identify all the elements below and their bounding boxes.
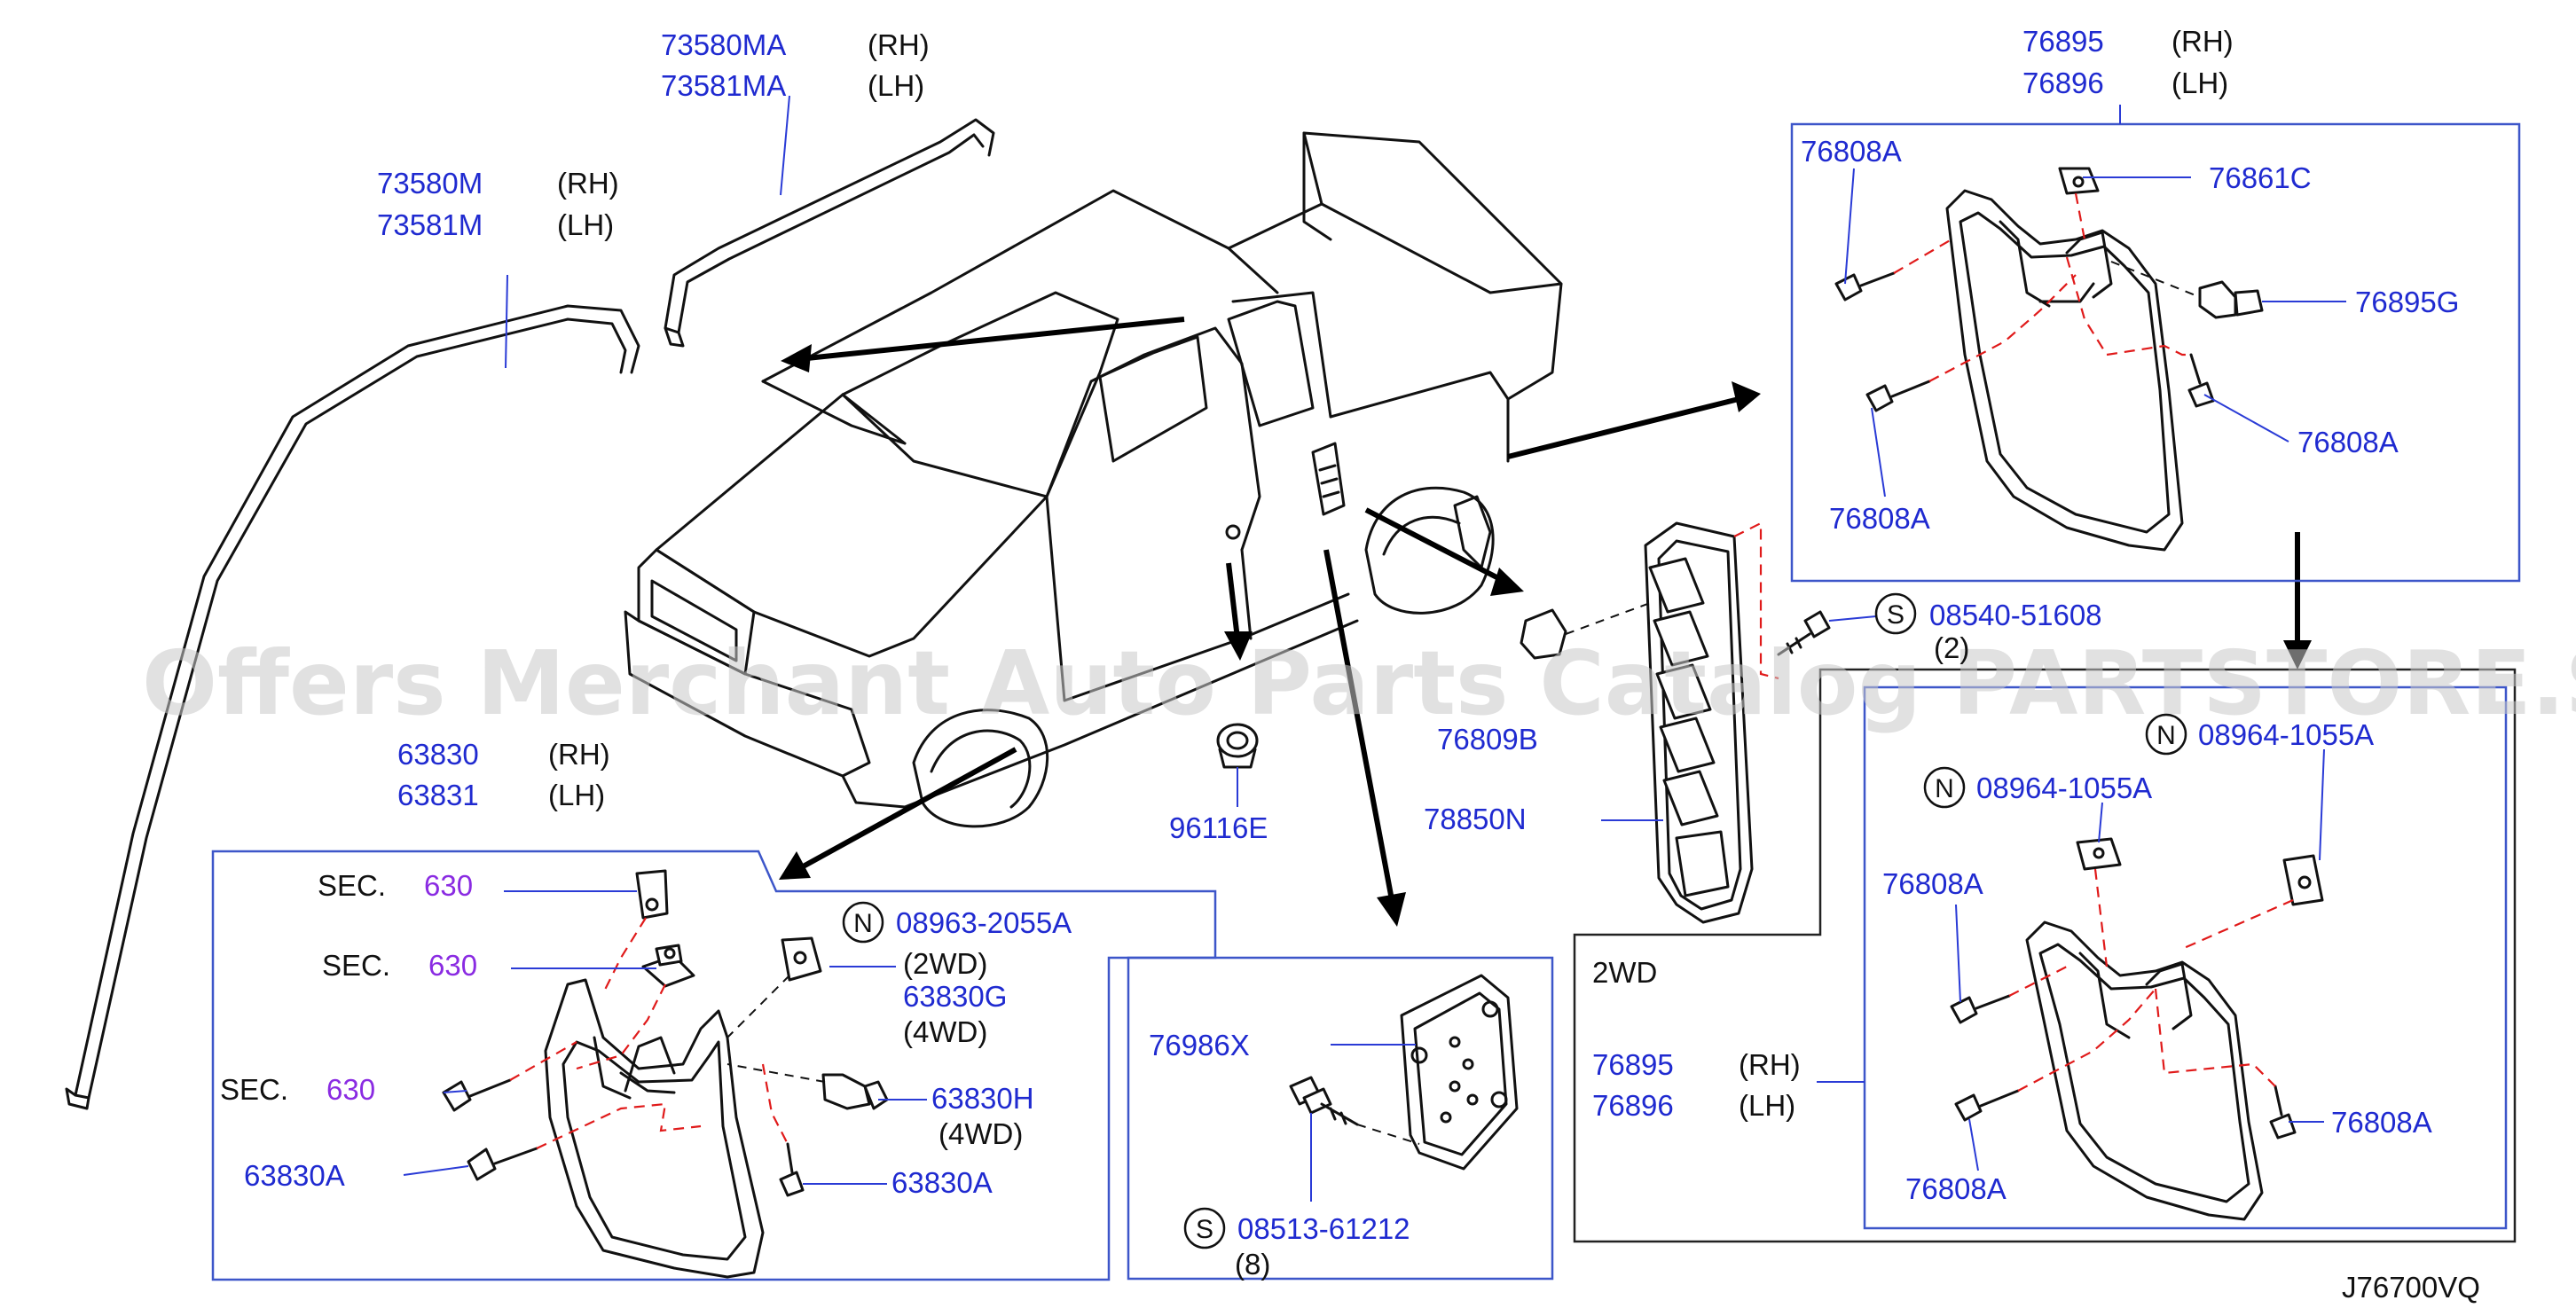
roof-molding-inner[interactable] (664, 118, 995, 348)
label-sec-630-1[interactable]: 630 (424, 869, 473, 902)
s-symbol-08540-text: S (1887, 600, 1905, 630)
label-76808A-top-3[interactable]: 76808A (1829, 502, 1930, 535)
clip-76809B[interactable] (1520, 602, 1651, 660)
label-63831[interactable]: 63831 (397, 779, 479, 811)
label-76896-2wd-lh: (LH) (1739, 1089, 1795, 1122)
rear-mudguard-2wd-drawing[interactable] (2025, 920, 2264, 1221)
rear-2wd-dash-lines (2008, 868, 2294, 1092)
label-08513-61212[interactable]: 08513-61212 (1237, 1212, 1410, 1245)
label-76808A-2wd-1[interactable]: 76808A (1882, 867, 1983, 900)
label-96116E[interactable]: 96116E (1169, 811, 1268, 844)
label-qty-2: (2) (1934, 631, 1969, 664)
label-73581MA-lh: (LH) (868, 69, 924, 102)
seal-76986X[interactable] (1400, 974, 1519, 1171)
label-76861C[interactable]: 76861C (2209, 161, 2312, 194)
label-73580M-rh: (RH) (557, 167, 619, 200)
pointer-arrows (779, 317, 2312, 927)
diagram-code: J76700VQ (2342, 1271, 2480, 1304)
rear-mudguard-box-top (1790, 122, 2521, 583)
n-symbol-08963 (842, 901, 884, 944)
screw-08513-61212[interactable] (1289, 1076, 1420, 1145)
label-63830[interactable]: 63830 (397, 738, 479, 771)
label-sec-3: SEC. (220, 1073, 288, 1106)
clips-left[interactable] (442, 869, 889, 1197)
label-76808A-top-1[interactable]: 76808A (1801, 135, 1902, 168)
leader-lines (403, 95, 2346, 1202)
label-63830H-4wd: (4WD) (939, 1117, 1023, 1150)
rear-mudguard-top-drawing[interactable] (1945, 189, 2184, 552)
label-73581M[interactable]: 73581M (377, 208, 483, 241)
label-76895-2wd[interactable]: 76895 (1592, 1048, 1674, 1081)
label-73580MA-rh: (RH) (868, 28, 930, 61)
rear-top-dash-lines (1893, 192, 2201, 382)
label-73581MA[interactable]: 73581MA (661, 69, 786, 102)
n-symbol-08964-2 (1923, 766, 1966, 809)
label-73581M-lh: (LH) (557, 208, 614, 241)
rear-2wd-fasteners[interactable] (1950, 837, 2324, 1140)
rear-mudguard-box-2wd (1573, 668, 2517, 1243)
s-symbol-08513 (1183, 1207, 1226, 1249)
label-76809B[interactable]: 76809B (1437, 723, 1538, 756)
screw-08540-51608[interactable] (1777, 610, 1831, 656)
n-symbol-08964-2-text: N (1935, 774, 1954, 803)
rear-top-fasteners[interactable] (1834, 167, 2264, 412)
label-2wd-box: 2WD (1592, 956, 1657, 989)
label-76896-2wd[interactable]: 76896 (1592, 1089, 1674, 1122)
left-dash-lines (509, 917, 826, 1149)
label-73580MA[interactable]: 73580MA (661, 28, 786, 61)
rear-mudguard-box-inner (1863, 685, 2508, 1230)
label-sec-2: SEC. (322, 949, 390, 982)
n-symbol-08963-text: N (853, 909, 873, 938)
label-2wd: (2WD) (903, 947, 987, 980)
label-qty-8: (8) (1235, 1248, 1270, 1281)
front-mudguard-drawing[interactable] (544, 978, 765, 1279)
n-symbol-08964-1-text: N (2156, 721, 2176, 750)
label-08964-1055A-1[interactable]: 08964-1055A (2198, 718, 2374, 751)
label-63830G[interactable]: 63830G (903, 980, 1007, 1013)
seal-box (1127, 956, 1554, 1281)
label-sec-630-2[interactable]: 630 (428, 949, 477, 982)
label-76808A-top-2[interactable]: 76808A (2297, 426, 2399, 458)
label-sec-1: SEC. (318, 869, 386, 902)
label-63830H[interactable]: 63830H (931, 1082, 1034, 1115)
n-symbol-08964-1 (2145, 713, 2187, 756)
label-76895-top[interactable]: 76895 (2022, 25, 2104, 58)
label-78850N[interactable]: 78850N (1424, 803, 1527, 835)
label-sec-630-3[interactable]: 630 (326, 1073, 375, 1106)
label-63830A-left[interactable]: 63830A (244, 1159, 345, 1192)
label-76808A-2wd-2[interactable]: 76808A (2331, 1106, 2432, 1139)
label-63830G-4wd: (4WD) (903, 1015, 987, 1048)
label-76896-top-lh: (LH) (2172, 67, 2228, 99)
label-76896-top[interactable]: 76896 (2022, 67, 2104, 99)
s-symbol-08540 (1874, 592, 1917, 635)
s-symbol-08513-text: S (1196, 1215, 1213, 1244)
label-76895-top-rh: (RH) (2172, 25, 2234, 58)
label-73580M[interactable]: 73580M (377, 167, 483, 200)
truck-illustration (624, 131, 1563, 828)
label-08963-2055A[interactable]: 08963-2055A (896, 906, 1072, 939)
label-63830A-right[interactable]: 63830A (891, 1166, 993, 1199)
label-76986X[interactable]: 76986X (1149, 1029, 1250, 1061)
roof-molding-outer[interactable] (65, 304, 640, 1110)
vent-78850N[interactable] (1644, 521, 1779, 924)
label-76895G[interactable]: 76895G (2355, 286, 2459, 318)
label-63830-rh: (RH) (548, 738, 610, 771)
label-76808A-2wd-3[interactable]: 76808A (1905, 1172, 2007, 1205)
label-08964-1055A-2[interactable]: 08964-1055A (1976, 772, 2152, 804)
label-76895-2wd-rh: (RH) (1739, 1048, 1801, 1081)
label-08540-51608[interactable]: 08540-51608 (1929, 599, 2102, 631)
label-63831-lh: (LH) (548, 779, 605, 811)
